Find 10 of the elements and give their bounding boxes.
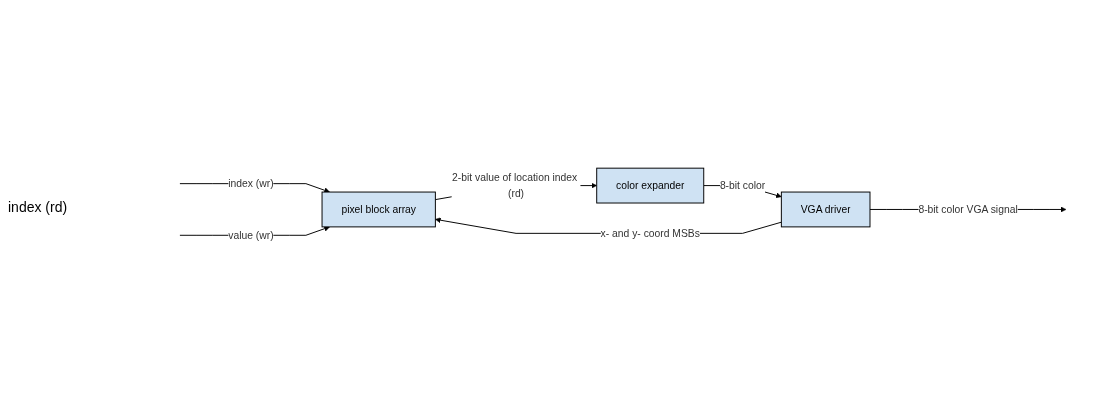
node-box: VGA driver — [780, 192, 871, 228]
edge-label: value (wr) — [228, 229, 274, 241]
edge-label: 8-bit color — [719, 180, 766, 192]
node-box: color expander — [596, 168, 705, 204]
edge-label: x- and y- coord MSBs — [600, 227, 700, 239]
edge-label: 2-bit value of location index (rd) — [452, 172, 578, 199]
edge-label: 8-bit color VGA signal — [918, 204, 1018, 216]
port-label: index (rd) — [8, 199, 69, 215]
edge-label: index (wr) — [228, 178, 274, 190]
node-box: pixel block array — [321, 192, 436, 228]
